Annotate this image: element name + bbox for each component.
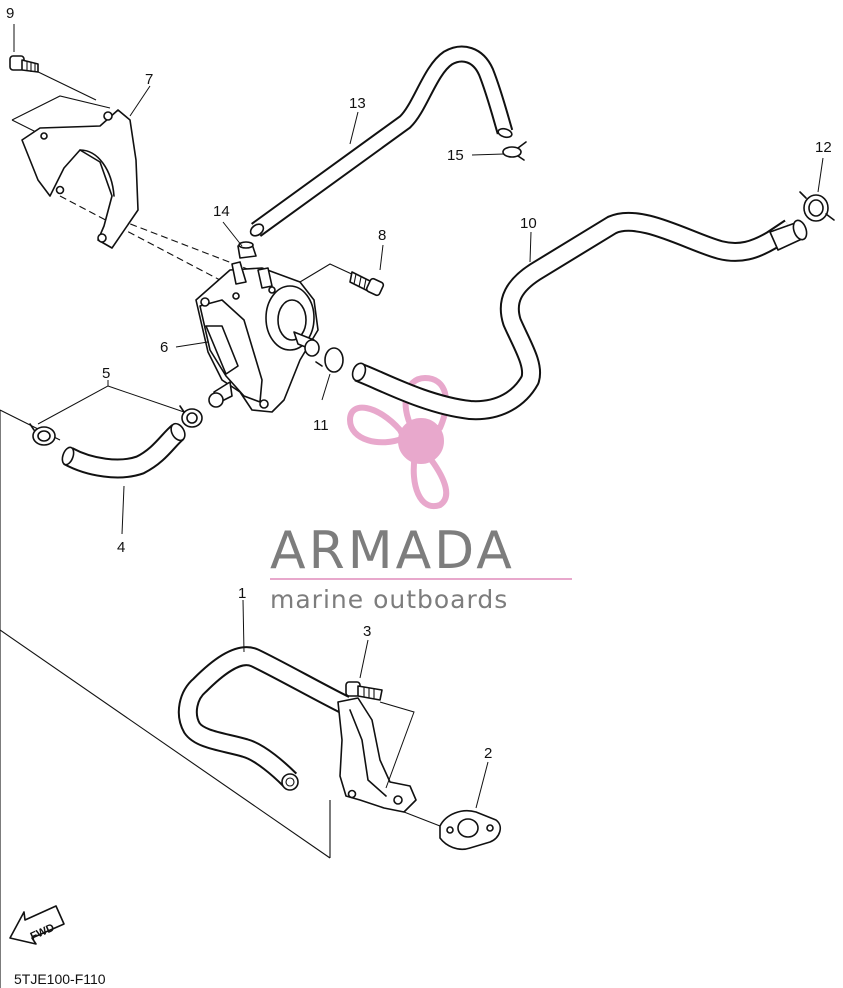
cap-14 <box>237 241 257 259</box>
reference-lines <box>0 67 373 988</box>
watermark-brand: ARMADA <box>270 521 515 581</box>
callout-10: 10 <box>520 215 537 232</box>
callout-7: 7 <box>145 71 153 88</box>
pipe-1 <box>177 646 350 791</box>
callout-6: 6 <box>160 339 168 356</box>
callout-12: 12 <box>815 139 832 156</box>
hose-10 <box>351 211 808 421</box>
callout-5: 5 <box>102 365 110 382</box>
clamp-5a <box>29 423 56 446</box>
callout-1: 1 <box>238 585 246 602</box>
callout-15: 15 <box>447 147 464 164</box>
pipe-bracket <box>337 697 417 813</box>
fwd-arrow-icon: FWD <box>9 905 65 945</box>
valve-assembly-6 <box>195 261 320 413</box>
watermark-tagline: marine outboards <box>270 585 508 614</box>
leader-lines <box>13 24 824 827</box>
bracket-7 <box>21 109 139 249</box>
gasket-11 <box>315 347 344 373</box>
callout-2: 2 <box>484 745 492 762</box>
hose-4 <box>61 422 186 479</box>
callout-13: 13 <box>349 95 366 112</box>
drawing-code: 5TJE100-F110 <box>14 971 106 987</box>
callout-8: 8 <box>378 227 386 244</box>
callout-3: 3 <box>363 623 371 640</box>
clip-15 <box>502 141 527 161</box>
bolt-3 <box>345 681 383 701</box>
bolt-9 <box>9 55 39 73</box>
clamp-5b <box>179 405 203 428</box>
callout-11: 11 <box>313 417 329 434</box>
callout-9: 9 <box>6 5 14 22</box>
callout-4: 4 <box>117 539 125 556</box>
callouts: 9 7 13 15 12 10 14 8 6 11 5 4 1 3 2 <box>6 5 832 762</box>
gasket-2 <box>439 810 502 851</box>
hose-13 <box>249 45 514 237</box>
propeller-logo-icon <box>347 375 450 510</box>
callout-14: 14 <box>213 203 230 220</box>
clamp-12 <box>799 191 835 222</box>
bolt-8 <box>349 271 385 297</box>
